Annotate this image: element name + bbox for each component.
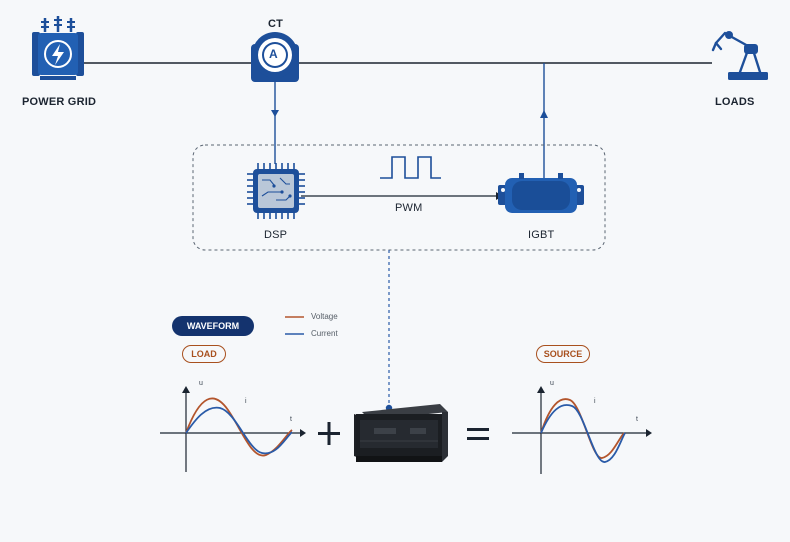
equals-operator	[467, 428, 489, 440]
loads-label: LOADS	[715, 96, 755, 108]
power-grid-label: POWER GRID	[22, 96, 97, 108]
source-x-label: t	[636, 416, 638, 423]
load-pill: LOAD	[182, 345, 226, 363]
source-pill: SOURCE	[536, 345, 590, 363]
load-voltage-curve	[185, 397, 293, 457]
ct-label: CT	[268, 18, 284, 30]
dsp-label: DSP	[264, 229, 288, 241]
load-mid-label: i	[245, 398, 247, 405]
plus-operator	[318, 422, 340, 445]
igbt-module-icon	[498, 173, 584, 213]
igbt-label: IGBT	[528, 229, 555, 241]
controller-dashed-box	[192, 144, 606, 251]
ct-to-dsp-arrowhead	[271, 110, 279, 117]
legend-current-label: Current	[311, 329, 338, 338]
pwm-pulse-icon	[380, 156, 441, 179]
transformer-icon	[32, 16, 84, 80]
source-y-label: u	[550, 380, 554, 387]
source-current-curve	[540, 404, 626, 463]
legend-voltage-label: Voltage	[311, 312, 338, 321]
ct-symbol: A	[269, 47, 278, 61]
load-plot	[160, 386, 306, 472]
igbt-to-bus-arrowhead	[540, 110, 548, 118]
source-plot	[512, 386, 652, 474]
source-voltage-curve	[540, 398, 625, 459]
pwm-label: PWM	[395, 202, 423, 214]
chip-icon	[247, 163, 305, 219]
source-mid-label: i	[594, 398, 596, 405]
load-y-label: u	[199, 380, 203, 387]
active-filter-device-icon	[354, 404, 448, 462]
load-x-label: t	[290, 416, 292, 423]
load-current-curve	[185, 406, 293, 455]
current-transformer-icon	[251, 32, 299, 82]
waveform-pill: WAVEFORM	[172, 316, 254, 336]
robot-arm-icon	[711, 31, 768, 80]
